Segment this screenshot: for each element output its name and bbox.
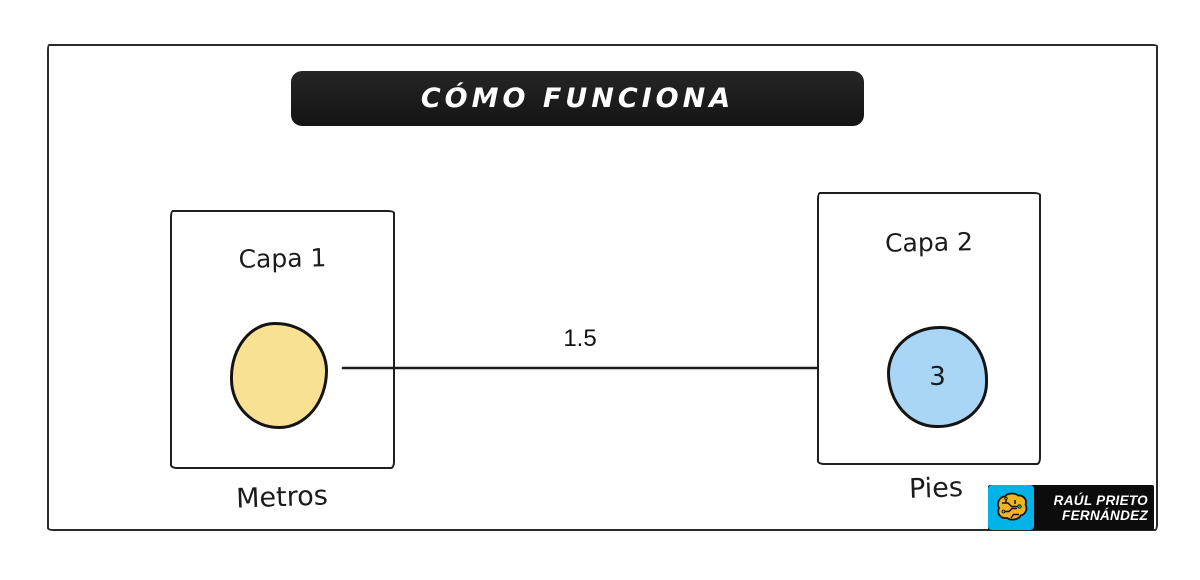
author-name: RAÚL PRIETO FERNÁNDEZ xyxy=(1034,485,1154,530)
author-logo-badge: RAÚL PRIETO FERNÁNDEZ xyxy=(988,485,1154,530)
conversion-arrow xyxy=(341,358,849,378)
conversion-factor-label: 1.5 xyxy=(563,325,597,352)
author-name-line1: RAÚL PRIETO xyxy=(1053,492,1148,508)
author-name-line2: FERNÁNDEZ xyxy=(1062,507,1148,523)
page-title: CÓMO FUNCIONA xyxy=(420,83,735,114)
layer2-node-value: 3 xyxy=(929,362,946,392)
layer1-title: Capa 1 xyxy=(238,243,327,274)
title-banner: CÓMO FUNCIONA xyxy=(291,71,864,126)
brain-circuit-glyph xyxy=(997,492,1028,520)
layer1-node-circle xyxy=(230,322,328,429)
layer2-unit-label: Pies xyxy=(908,472,964,505)
layer1-unit-label: Metros xyxy=(235,480,329,515)
layer2-node-circle: 3 xyxy=(887,326,988,428)
brain-circuit-icon xyxy=(988,485,1034,530)
layer2-title: Capa 2 xyxy=(884,227,974,258)
